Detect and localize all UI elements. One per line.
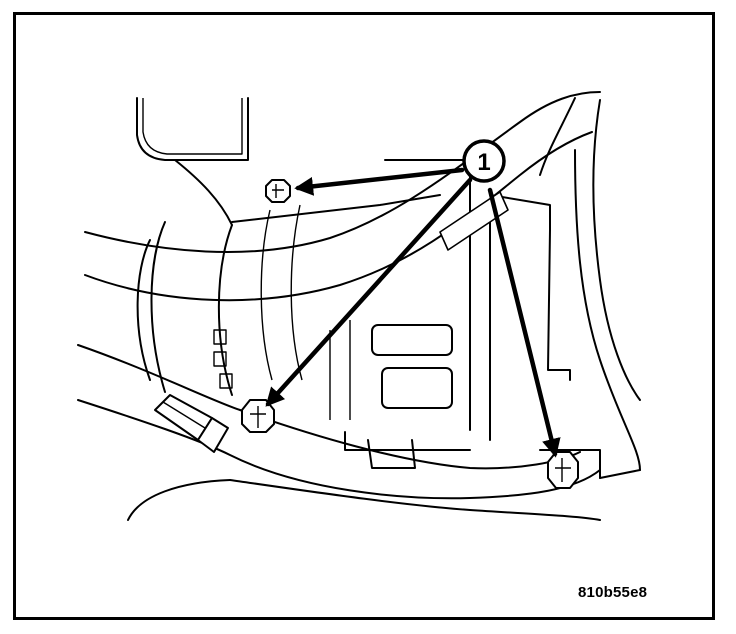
alternator-housing [136,159,601,479]
upper-bracket [136,97,249,161]
hose-upper [84,91,601,302]
lower-contour [127,479,601,521]
figure-code: 810b55e8 [578,584,648,601]
callout-number: 1 [477,149,490,176]
bolt-top [265,179,291,203]
callout-leaders [265,167,561,458]
bolt-right [547,451,579,489]
hose-lower [77,344,601,500]
bolt-middle [241,399,275,433]
right-panel [539,97,641,479]
callout-1: 1 [462,139,506,183]
